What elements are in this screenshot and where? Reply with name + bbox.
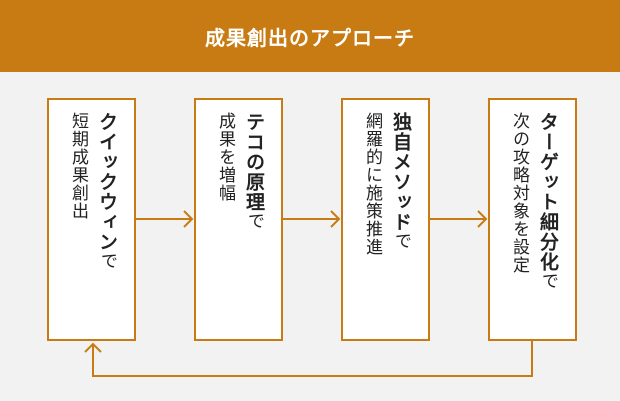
step-box-leverage: テコの原理で 成果を増幅 [194, 98, 283, 341]
step-heading: 独自メソッドで [390, 112, 412, 250]
step-heading: ターゲット細分化で [537, 112, 559, 290]
loop-back-arrowhead [84, 342, 102, 353]
step-description: 網羅的に施策推進 [362, 112, 382, 256]
step-box-target-segmentation: ターゲット細分化で 次の攻略対象を設定 [488, 98, 577, 341]
step-heading: クイックウィンで [96, 112, 118, 270]
step-bold-label: 独自メソッド [390, 112, 412, 232]
step-description: 短期成果創出 [68, 112, 88, 220]
step-suffix: で [391, 232, 411, 250]
arrowhead-3-4 [477, 210, 488, 228]
step-suffix: で [244, 212, 264, 230]
step-bold-label: ターゲット細分化 [537, 112, 559, 272]
step-box-quick-win: クイックウィンで 短期成果創出 [47, 98, 136, 341]
diagram-title: 成果創出のアプローチ [205, 25, 415, 50]
step-box-original-method: 独自メソッドで 網羅的に施策推進 [341, 98, 430, 341]
step-description: 成果を増幅 [215, 112, 235, 202]
arrowhead-1-2 [183, 210, 194, 228]
step-heading: テコの原理で [243, 112, 265, 230]
step-suffix: で [97, 252, 117, 270]
step-suffix: で [538, 272, 558, 290]
step-description: 次の攻略対象を設定 [509, 112, 529, 274]
header-banner: 成果創出のアプローチ [0, 0, 620, 72]
step-bold-label: テコの原理 [243, 112, 265, 212]
arrowhead-2-3 [330, 210, 341, 228]
step-bold-label: クイックウィン [96, 112, 118, 252]
loop-back-arrow [92, 341, 533, 377]
